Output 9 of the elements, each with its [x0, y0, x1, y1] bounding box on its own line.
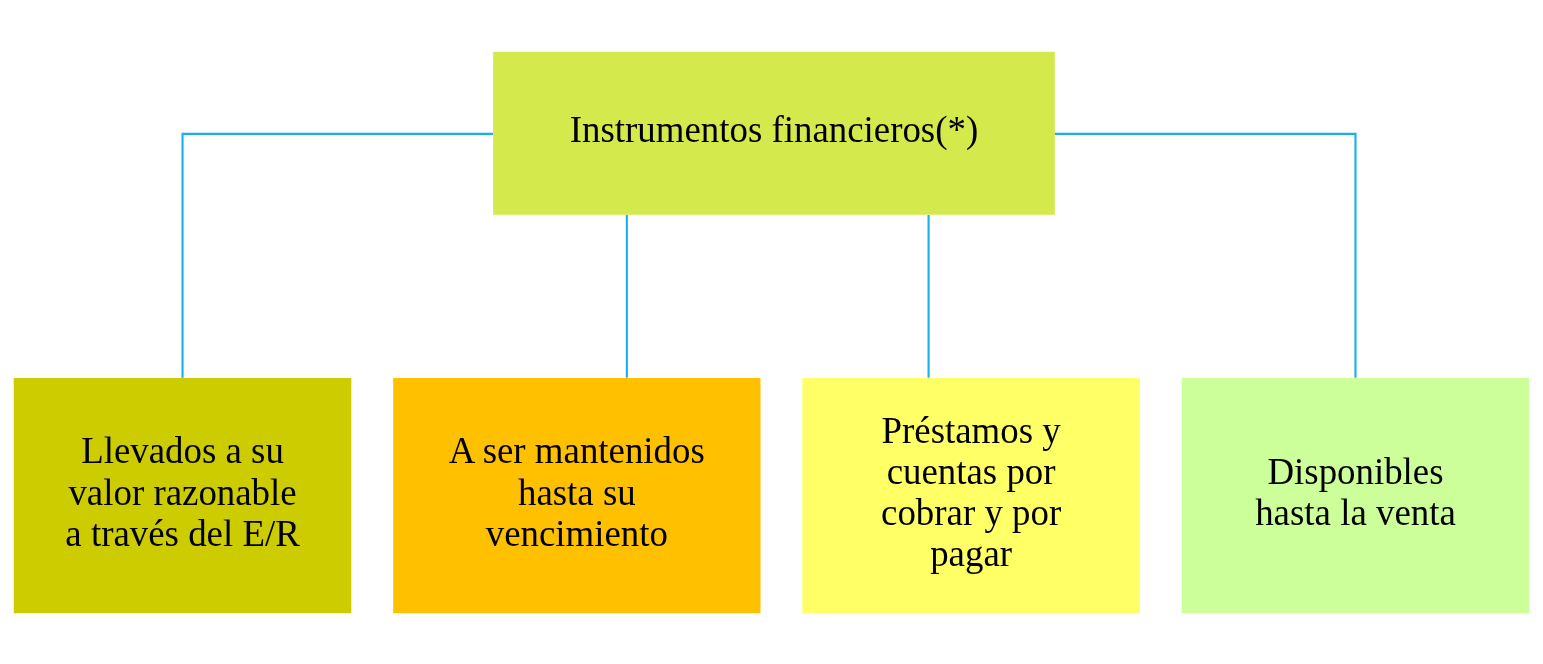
node-box: Llevados a su valor razonable a través del E/R — [13, 377, 352, 613]
node-box: Instrumentos financieros(*) — [493, 51, 1055, 215]
connector — [927, 214, 930, 378]
connector — [1054, 132, 1357, 378]
connector — [625, 214, 628, 378]
connector — [181, 132, 493, 378]
node-box: Préstamos y cuentas por cobrar y por pagar — [802, 377, 1140, 613]
node-box: Disponibles hasta la venta — [1181, 377, 1530, 613]
node-box: A ser mantenidos hasta su vencimiento — [393, 377, 761, 613]
